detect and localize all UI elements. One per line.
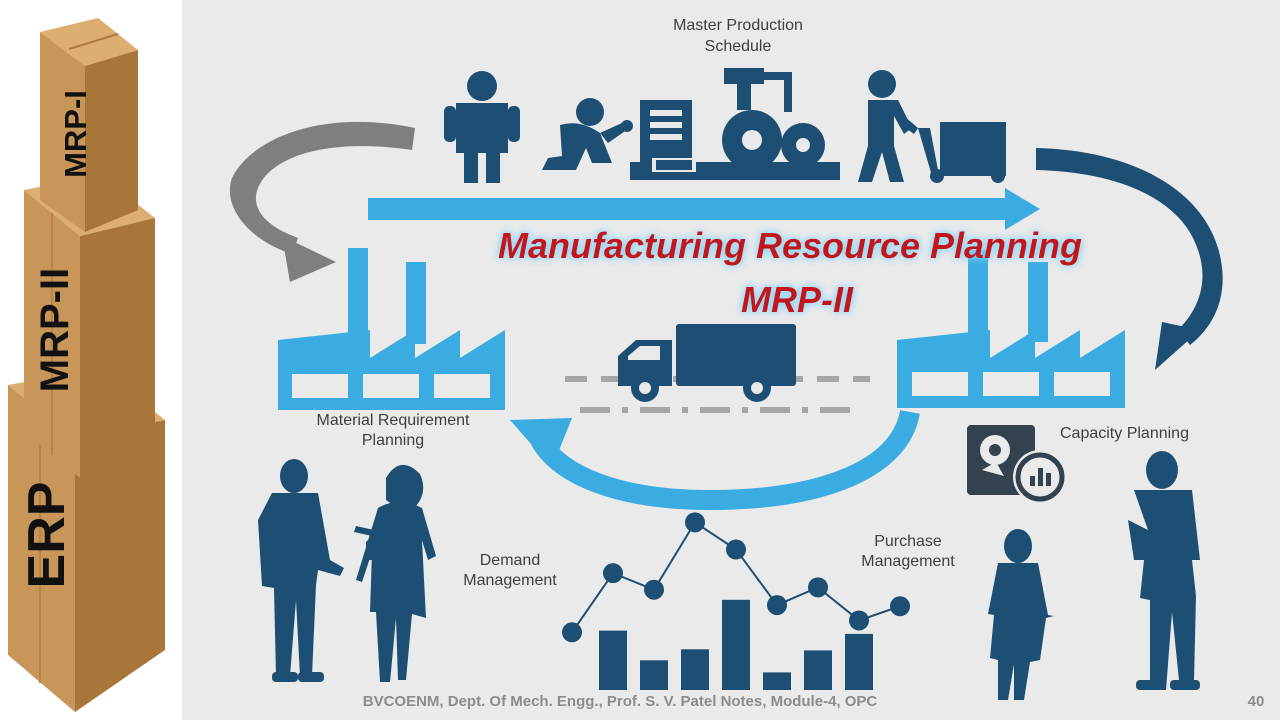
box-label-mrp-ii: MRP-II xyxy=(33,268,77,392)
businessman-right-icon xyxy=(1128,451,1200,690)
box-stack: MRP-I MRP-II ERP xyxy=(8,18,165,712)
factory-left-icon xyxy=(278,248,505,410)
chart-point-8 xyxy=(849,610,869,631)
label-master-production-line2: Schedule xyxy=(705,38,772,55)
factory-right-icon xyxy=(897,250,1125,408)
businesswoman-right-icon xyxy=(988,529,1054,700)
businessman-left-icon xyxy=(258,459,344,682)
bar-line-chart xyxy=(562,512,910,690)
chart-point-3 xyxy=(644,579,664,600)
chart-point-9 xyxy=(890,596,910,617)
return-arrow xyxy=(510,409,920,511)
capacity-planning-icon xyxy=(967,425,1067,504)
cart-worker-icon xyxy=(858,70,1006,183)
chart-point-7 xyxy=(808,577,828,598)
diagram-title: Manufacturing Resource Planning xyxy=(498,225,1082,266)
engineer-icon xyxy=(444,71,520,183)
chart-point-4 xyxy=(685,512,705,533)
label-material-requirement-line2: Planning xyxy=(362,432,424,449)
label-purchase-management-line2: Management xyxy=(861,553,955,570)
chart-bar-5 xyxy=(722,599,750,690)
chart-point-5 xyxy=(726,539,746,560)
label-demand-management-line1: Demand xyxy=(480,552,540,569)
chart-bar-4 xyxy=(681,649,709,690)
label-purchase-management-line1: Purchase xyxy=(874,533,942,550)
page-number: 40 xyxy=(1248,693,1265,710)
machinery-icon xyxy=(630,68,840,180)
chart-bar-8 xyxy=(845,633,873,690)
businesswoman-left-icon xyxy=(354,464,436,682)
label-demand-management-line2: Management xyxy=(463,572,557,589)
label-capacity-planning: Capacity Planning xyxy=(1060,425,1189,442)
label-master-production-line1: Master Production xyxy=(673,17,803,34)
gray-curved-arrow xyxy=(229,121,415,282)
chart-point-2 xyxy=(603,563,623,584)
people-illustration xyxy=(258,451,1200,700)
diagram-subtitle: MRP-II xyxy=(741,279,854,320)
chart-bar-3 xyxy=(640,660,668,690)
chart-bar-2 xyxy=(599,630,627,690)
chart-bar-6 xyxy=(763,672,791,690)
chart-bar-7 xyxy=(804,650,832,690)
top-flow-arrow xyxy=(368,188,1040,230)
navy-curved-arrow xyxy=(1036,148,1223,370)
top-illustration xyxy=(444,68,1006,183)
box-mrp-i xyxy=(40,18,138,232)
label-material-requirement-line1: Material Requirement xyxy=(317,412,471,429)
mechanic-icon xyxy=(542,98,633,170)
box-label-mrp-i: MRP-I xyxy=(58,90,93,178)
chart-point-1 xyxy=(562,622,582,643)
truck-icon xyxy=(618,324,796,402)
box-label-erp: ERP xyxy=(18,482,76,589)
footer-credit: BVCOENM, Dept. Of Mech. Engg., Prof. S. … xyxy=(363,693,878,710)
chart-point-6 xyxy=(767,595,787,616)
